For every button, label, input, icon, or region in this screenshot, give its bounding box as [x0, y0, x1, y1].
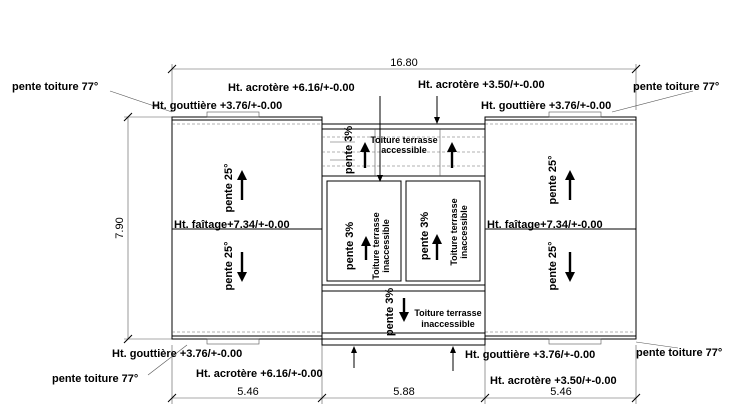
label-terrasse-right-2: inaccessible — [459, 205, 469, 259]
arrowhead-icon — [237, 170, 247, 180]
label-acrotere-bottom-right: Ht. acrotère +3.50/+-0.00 — [490, 375, 617, 387]
middle-terrace-block — [321, 123, 486, 346]
label-pente25-l-up: pente 25° — [223, 163, 235, 212]
label-pente25-r-up: pente 25° — [547, 155, 559, 204]
label-terrasse-bottom-1: Toiture terrasse — [414, 308, 481, 318]
dim-bottom-middle: 5.88 — [393, 386, 414, 398]
dim-overall-height: 7.90 — [114, 217, 126, 238]
label-acrotere-bottom-mid: Ht. acrotère +6.16/+-0.00 — [196, 368, 323, 380]
slope-arrows — [237, 142, 575, 322]
arrowhead-icon — [399, 312, 409, 322]
label-pente25-r-down: pente 25° — [547, 241, 559, 290]
annotations: pente toiture 77° pente toiture 77° pent… — [12, 79, 722, 387]
label-pente-toiture-br: pente toiture 77° — [636, 347, 722, 359]
label-pente3-right: pente 3% — [419, 212, 431, 261]
label-pente3-left: pente 3% — [344, 222, 356, 271]
label-faitage-right: Ht. faîtage+7.34/+-0.00 — [487, 219, 603, 231]
arrowhead-icon — [237, 272, 247, 282]
label-terrasse-right-1: Toiture terrasse — [449, 198, 459, 265]
label-terrasse-bottom-2: inaccessible — [421, 319, 475, 329]
label-terrasse-left-2: inaccessible — [381, 219, 391, 273]
dim-overall-width: 16.80 — [390, 57, 418, 69]
label-pente-toiture-tl: pente toiture 77° — [12, 81, 98, 93]
label-acrotere-top-mid: Ht. acrotère +6.16/+-0.00 — [228, 82, 355, 94]
dim-bottom-left: 5.46 — [237, 386, 258, 398]
arrowhead-icon — [434, 117, 440, 124]
arrowhead-icon — [360, 142, 370, 152]
dim-bottom-right: 5.46 — [550, 386, 571, 398]
label-pente-toiture-bl: pente toiture 77° — [52, 373, 138, 385]
dimension-bottom: 5.46 5.88 5.46 — [167, 345, 641, 404]
arrowhead-icon — [565, 272, 575, 282]
arrowhead-icon — [450, 346, 456, 353]
label-pente-toiture-tr: pente toiture 77° — [633, 81, 719, 93]
arrowhead-icon — [432, 234, 442, 244]
label-gouttiere-tr: Ht. gouttière +3.76/+-0.00 — [481, 100, 611, 112]
arrowhead-icon — [377, 175, 383, 182]
arrowhead-icon — [565, 170, 575, 180]
arrowhead-icon — [361, 236, 371, 246]
label-gouttiere-bl: Ht. gouttière +3.76/+-0.00 — [112, 348, 242, 360]
label-gouttiere-br: Ht. gouttière +3.76/+-0.00 — [465, 349, 595, 361]
label-acrotere-top-right: Ht. acrotère +3.50/+-0.00 — [418, 79, 545, 91]
leader-lines — [109, 90, 694, 376]
dimension-left: 7.90 — [114, 112, 172, 344]
arrowhead-icon — [447, 142, 457, 152]
label-gouttiere-tl: Ht. gouttière +3.76/+-0.00 — [152, 100, 282, 112]
dimension-top: 16.80 — [167, 57, 641, 110]
label-terrasse-top-1: Toiture terrasse — [370, 135, 437, 145]
label-pente25-l-down: pente 25° — [223, 241, 235, 290]
label-pente3-top: pente 3% — [343, 126, 355, 175]
label-faitage-left: Ht. faîtage+7.34/+-0.00 — [174, 219, 290, 231]
label-terrasse-left-1: Toiture terrasse — [371, 212, 381, 279]
label-terrasse-top-2: accessible — [381, 145, 427, 155]
arrowhead-icon — [351, 346, 357, 353]
label-pente3-bottom: pente 3% — [384, 288, 396, 337]
